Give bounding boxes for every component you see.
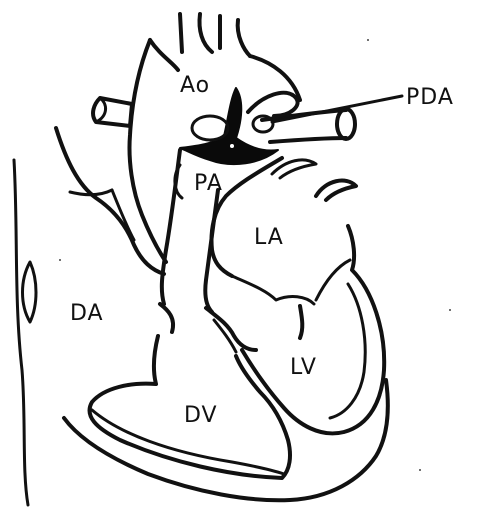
valve-curl-right	[300, 306, 302, 338]
speck	[419, 469, 421, 471]
speck	[230, 144, 234, 148]
pda-duct-bottom	[270, 138, 346, 142]
speck	[449, 309, 451, 311]
aorta-right-loop	[248, 93, 298, 116]
aorta-outline	[130, 40, 167, 262]
aortic-branch-1	[150, 40, 178, 70]
label-pa: PA	[194, 171, 223, 196]
label-la: LA	[254, 225, 284, 250]
valve-curl-left	[160, 304, 173, 332]
aortic-branch-3b	[238, 20, 250, 56]
lv-upper-fold	[316, 260, 350, 300]
label-dv: DV	[184, 403, 218, 428]
pa-inner-ring	[192, 116, 228, 140]
speck	[59, 259, 61, 261]
label-ao: Ao	[180, 73, 210, 98]
pda-duct-end	[337, 109, 355, 139]
left-wall-notch	[23, 262, 37, 322]
heart-left-contour	[56, 128, 164, 274]
dv-bottom-contour	[64, 380, 388, 500]
speck	[367, 39, 369, 41]
la-lower	[232, 276, 314, 304]
aortic-branch-2	[180, 14, 182, 52]
aortic-branch-2b	[200, 14, 213, 52]
label-lv: LV	[290, 355, 317, 380]
label-pda: PDA	[406, 85, 454, 110]
lv-inner	[330, 284, 365, 418]
left-wall-outer	[14, 160, 28, 505]
la-vein-2	[316, 181, 356, 200]
label-da: DA	[70, 301, 104, 326]
la-vein-1	[272, 160, 316, 178]
